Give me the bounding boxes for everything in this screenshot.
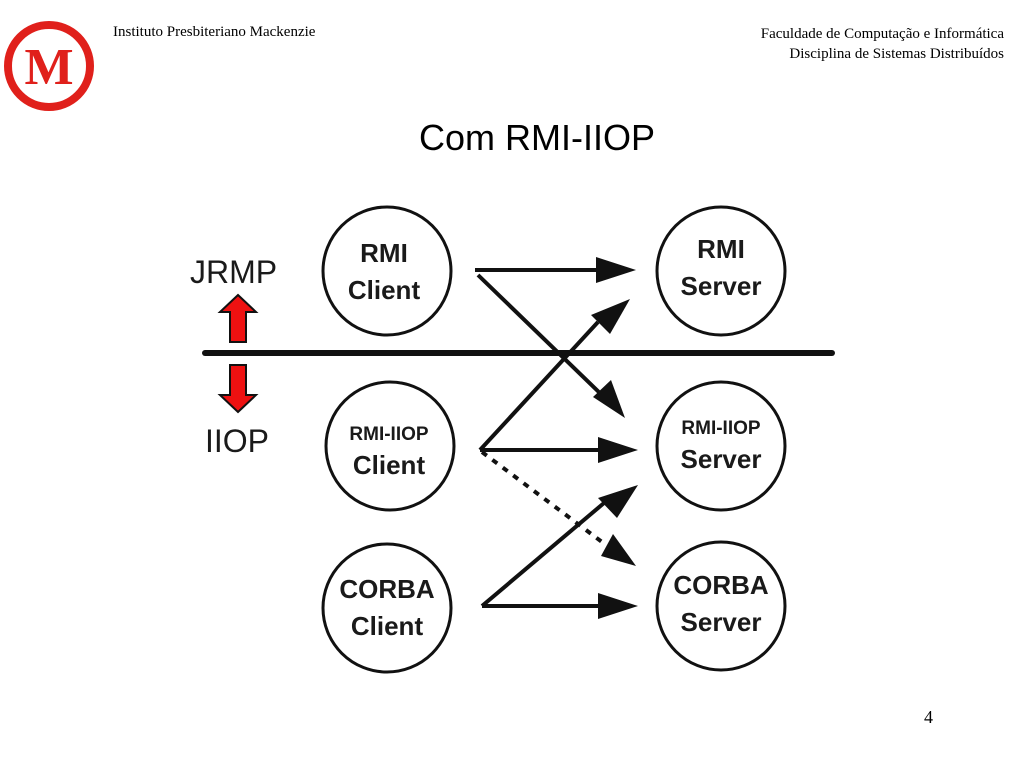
arrowhead [591, 299, 630, 334]
arrowhead [598, 485, 638, 518]
rmi-server-node [655, 205, 787, 337]
slide-title: Com RMI-IIOP [418, 117, 655, 158]
rmi-iiop-client-node [324, 380, 456, 512]
arrowhead [598, 437, 638, 463]
rmi-iiop-server-line1: RMI-IIOP [681, 418, 760, 439]
rmi-iiop-client-to-rmi-server [478, 320, 600, 452]
down-arrow-icon [217, 364, 259, 414]
rmi-client-to-rmi-iiop-server [476, 273, 607, 400]
corba-client-to-rmi-iiop-server [480, 501, 606, 608]
arrowhead [598, 593, 638, 619]
corba-client-line1: CORBA [339, 574, 435, 604]
jrmp-label: JRMP [190, 254, 277, 290]
faculty-name: Faculdade de Computação e Informática [760, 26, 1004, 42]
corba-client-node [321, 542, 453, 674]
page-number: 4 [924, 707, 933, 727]
rmi-client-line2: Client [348, 275, 421, 305]
rmi-client-node [321, 205, 453, 337]
up-arrow-icon [217, 293, 259, 343]
corba-server-node [655, 540, 787, 672]
institution-name: Instituto Presbiteriano Mackenzie [113, 24, 316, 40]
arrowhead [596, 257, 636, 283]
rmi-server-line2: Server [681, 271, 762, 301]
rmi-iiop-client-line2: Client [353, 450, 426, 480]
rmi-iiop-server-node [655, 380, 787, 512]
arrowhead [593, 380, 625, 418]
corba-server-line2: Server [681, 607, 762, 637]
node-circles [321, 205, 787, 674]
rmi-iiop-client-to-corba-server [480, 450, 608, 547]
corba-client-line2: Client [351, 611, 424, 641]
course-name: Disciplina de Sistemas Distribuídos [789, 46, 1004, 62]
header-right: Faculdade de Computação e Informática Di… [761, 24, 1004, 64]
corba-server-line1: CORBA [673, 570, 769, 600]
connections [475, 268, 608, 608]
arrowhead [601, 534, 636, 566]
iiop-label: IIOP [205, 423, 269, 459]
logo-letter: M [24, 39, 73, 96]
mackenzie-logo: M [4, 21, 94, 111]
rmi-iiop-client-line1: RMI-IIOP [349, 424, 428, 445]
rmi-server-line1: RMI [697, 234, 745, 264]
rmi-iiop-server-line2: Server [681, 444, 762, 474]
rmi-client-line1: RMI [360, 238, 408, 268]
arrowheads [591, 257, 638, 619]
